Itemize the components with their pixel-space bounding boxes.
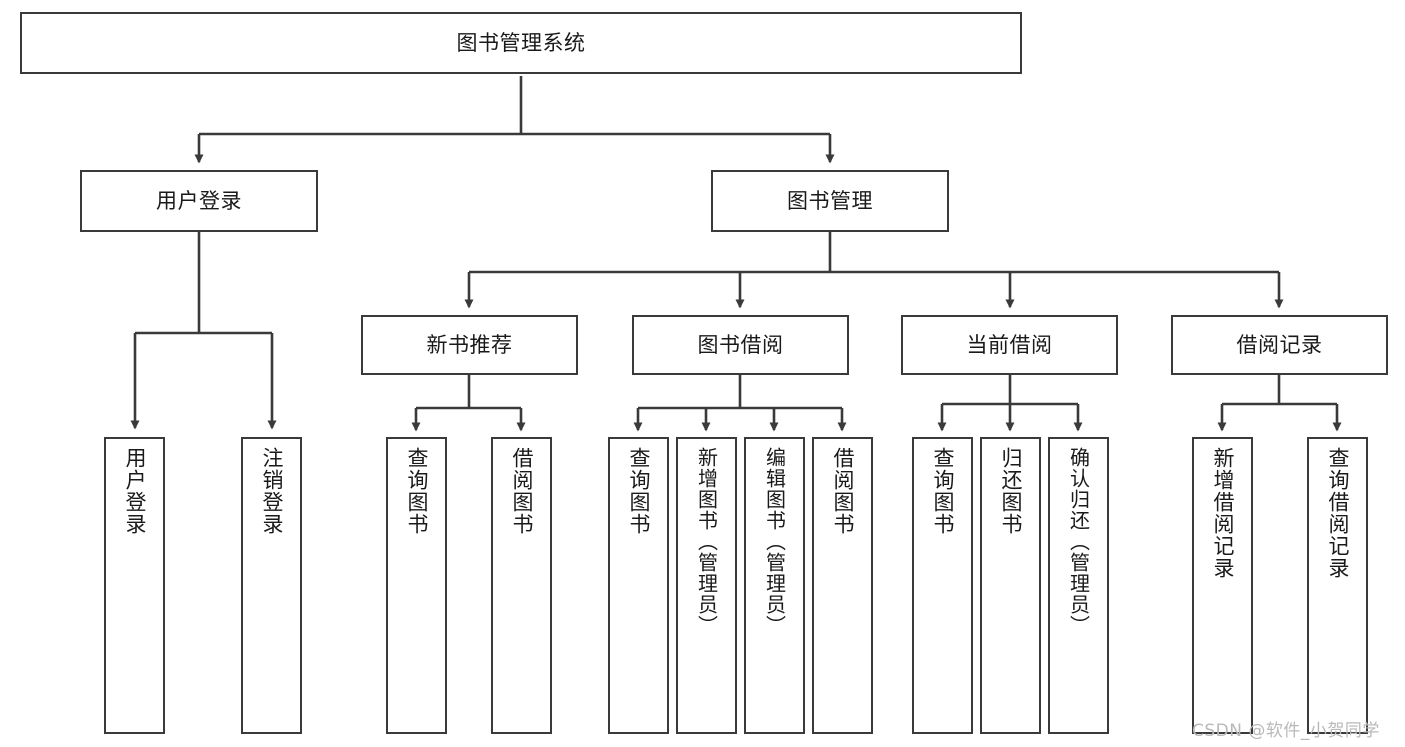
leaf-edit-book-label: 编辑图书（管理员）: [762, 447, 787, 636]
csdn-watermark: CSDN @软件_小贺同学: [1192, 721, 1380, 741]
node-root-label: 图书管理系统: [456, 30, 586, 55]
leaf-confirm-return-label: 确认归还（管理员）: [1066, 447, 1091, 636]
node-new-book-rec-label: 新书推荐: [426, 332, 513, 357]
leaf-logout-label: 注销登录: [260, 447, 284, 535]
leaf-add-record-label: 新增借阅记录: [1211, 447, 1235, 579]
leaf-user-login[interactable]: 用户登录: [104, 437, 165, 734]
leaf-query-book-3-label: 查询图书: [931, 447, 955, 535]
leaf-query-record-label: 查询借阅记录: [1326, 447, 1350, 579]
leaf-user-login-label: 用户登录: [123, 447, 147, 535]
leaf-borrow-book-1[interactable]: 借阅图书: [491, 437, 552, 734]
leaf-return-book[interactable]: 归还图书: [980, 437, 1041, 734]
node-book-borrow-label: 图书借阅: [697, 332, 784, 357]
node-current-borrow-label: 当前借阅: [966, 332, 1053, 357]
leaf-borrow-book-1-label: 借阅图书: [510, 447, 534, 535]
leaf-add-book-label: 新增图书（管理员）: [694, 447, 719, 636]
leaf-query-book-2[interactable]: 查询图书: [608, 437, 669, 734]
leaf-edit-book[interactable]: 编辑图书（管理员）: [744, 437, 805, 734]
leaf-borrow-book-2-label: 借阅图书: [831, 447, 855, 535]
leaf-borrow-book-2[interactable]: 借阅图书: [812, 437, 873, 734]
node-book-manage[interactable]: 图书管理: [711, 170, 949, 232]
leaf-query-book-2-label: 查询图书: [627, 447, 651, 535]
node-borrow-record-label: 借阅记录: [1236, 332, 1323, 357]
node-root[interactable]: 图书管理系统: [20, 12, 1022, 74]
leaf-add-book[interactable]: 新增图书（管理员）: [676, 437, 737, 734]
leaf-query-record[interactable]: 查询借阅记录: [1307, 437, 1368, 734]
node-new-book-rec[interactable]: 新书推荐: [361, 315, 578, 375]
leaf-logout[interactable]: 注销登录: [241, 437, 302, 734]
node-user-login-label: 用户登录: [156, 188, 242, 213]
leaf-add-record[interactable]: 新增借阅记录: [1192, 437, 1253, 734]
leaf-confirm-return[interactable]: 确认归还（管理员）: [1048, 437, 1109, 734]
node-user-login[interactable]: 用户登录: [80, 170, 318, 232]
node-current-borrow[interactable]: 当前借阅: [901, 315, 1118, 375]
node-book-manage-label: 图书管理: [787, 188, 873, 213]
leaf-return-book-label: 归还图书: [999, 447, 1023, 535]
leaf-query-book-1[interactable]: 查询图书: [386, 437, 447, 734]
node-borrow-record[interactable]: 借阅记录: [1171, 315, 1388, 375]
leaf-query-book-1-label: 查询图书: [405, 447, 429, 535]
node-book-borrow[interactable]: 图书借阅: [632, 315, 849, 375]
leaf-query-book-3[interactable]: 查询图书: [912, 437, 973, 734]
